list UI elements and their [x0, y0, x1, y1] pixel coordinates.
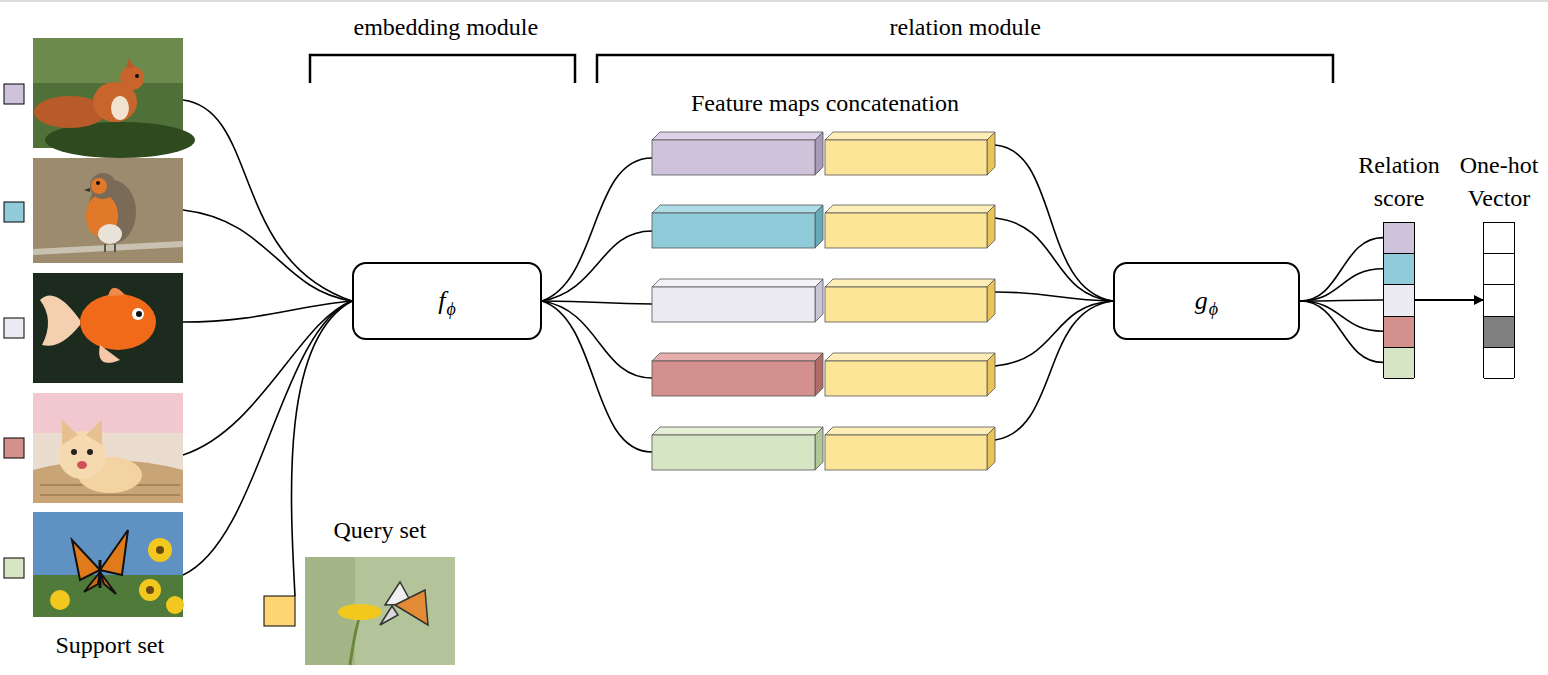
score-wire: [1300, 300, 1383, 301]
top-rule: [0, 1, 1548, 2]
score-wire: [1300, 238, 1383, 301]
relation-score-vector: Relation score: [1383, 222, 1415, 378]
vector-cell: [1384, 317, 1414, 348]
query-butterfly-image: [305, 557, 455, 665]
feature-bar: [652, 205, 823, 248]
vector-cell: [1384, 223, 1414, 254]
color-square: [4, 202, 24, 222]
feature-bar: [825, 205, 995, 248]
function-subscript: ϕ: [1209, 299, 1218, 320]
vector-cell: [1484, 348, 1514, 379]
feature-bar: [652, 353, 823, 396]
score-wire: [1300, 269, 1383, 301]
feature-bar: [652, 427, 823, 470]
function-subscript: ϕ: [446, 299, 455, 320]
set-label: Support set: [56, 632, 165, 659]
feature-bar: [825, 279, 995, 322]
butterfly-image: [33, 512, 184, 617]
bracket: [597, 55, 1333, 83]
squirrel-image: [33, 38, 195, 158]
module-label: embedding module: [354, 14, 539, 41]
bracket: [310, 55, 575, 83]
vector-cell: [1484, 254, 1514, 285]
feature-map-bars: [652, 132, 995, 470]
vector-cell: [1384, 348, 1414, 379]
vector-cell: [1384, 254, 1414, 285]
feature-wires: [542, 145, 1113, 452]
function-name: f: [438, 286, 445, 316]
one-hot-vector: One-hot Vector: [1483, 222, 1515, 378]
output-arrow: [1415, 299, 1483, 301]
robin-image: [33, 158, 183, 263]
embedding-function-box: fϕ: [352, 262, 542, 340]
color-square: [4, 438, 24, 458]
feature-bar: [652, 132, 823, 175]
module-label: relation module: [890, 14, 1041, 41]
feature-bar: [825, 427, 995, 470]
function-name: g: [1195, 286, 1208, 316]
set-label: Query set: [334, 517, 427, 544]
kitten-image: [33, 393, 183, 503]
vector-heading: Relation score: [1334, 149, 1464, 215]
color-square: [4, 318, 24, 338]
color-square: [4, 558, 24, 578]
score-wire: [1300, 301, 1383, 331]
vector-cell: [1484, 285, 1514, 316]
goldfish-image: [33, 273, 183, 383]
input-wires: [183, 100, 352, 596]
group-label: Feature maps concatenation: [691, 90, 959, 117]
color-square: [4, 84, 24, 104]
color-square: [264, 596, 295, 626]
relation-function-box: gϕ: [1113, 262, 1300, 340]
feature-bar: [825, 353, 995, 396]
vector-cell: [1484, 223, 1514, 254]
feature-bar: [652, 279, 823, 322]
feature-bar: [825, 132, 995, 175]
vector-cell: [1384, 285, 1414, 316]
vector-heading: One-hot Vector: [1434, 149, 1548, 215]
score-wire: [1300, 301, 1383, 362]
vector-cell: [1484, 317, 1514, 348]
